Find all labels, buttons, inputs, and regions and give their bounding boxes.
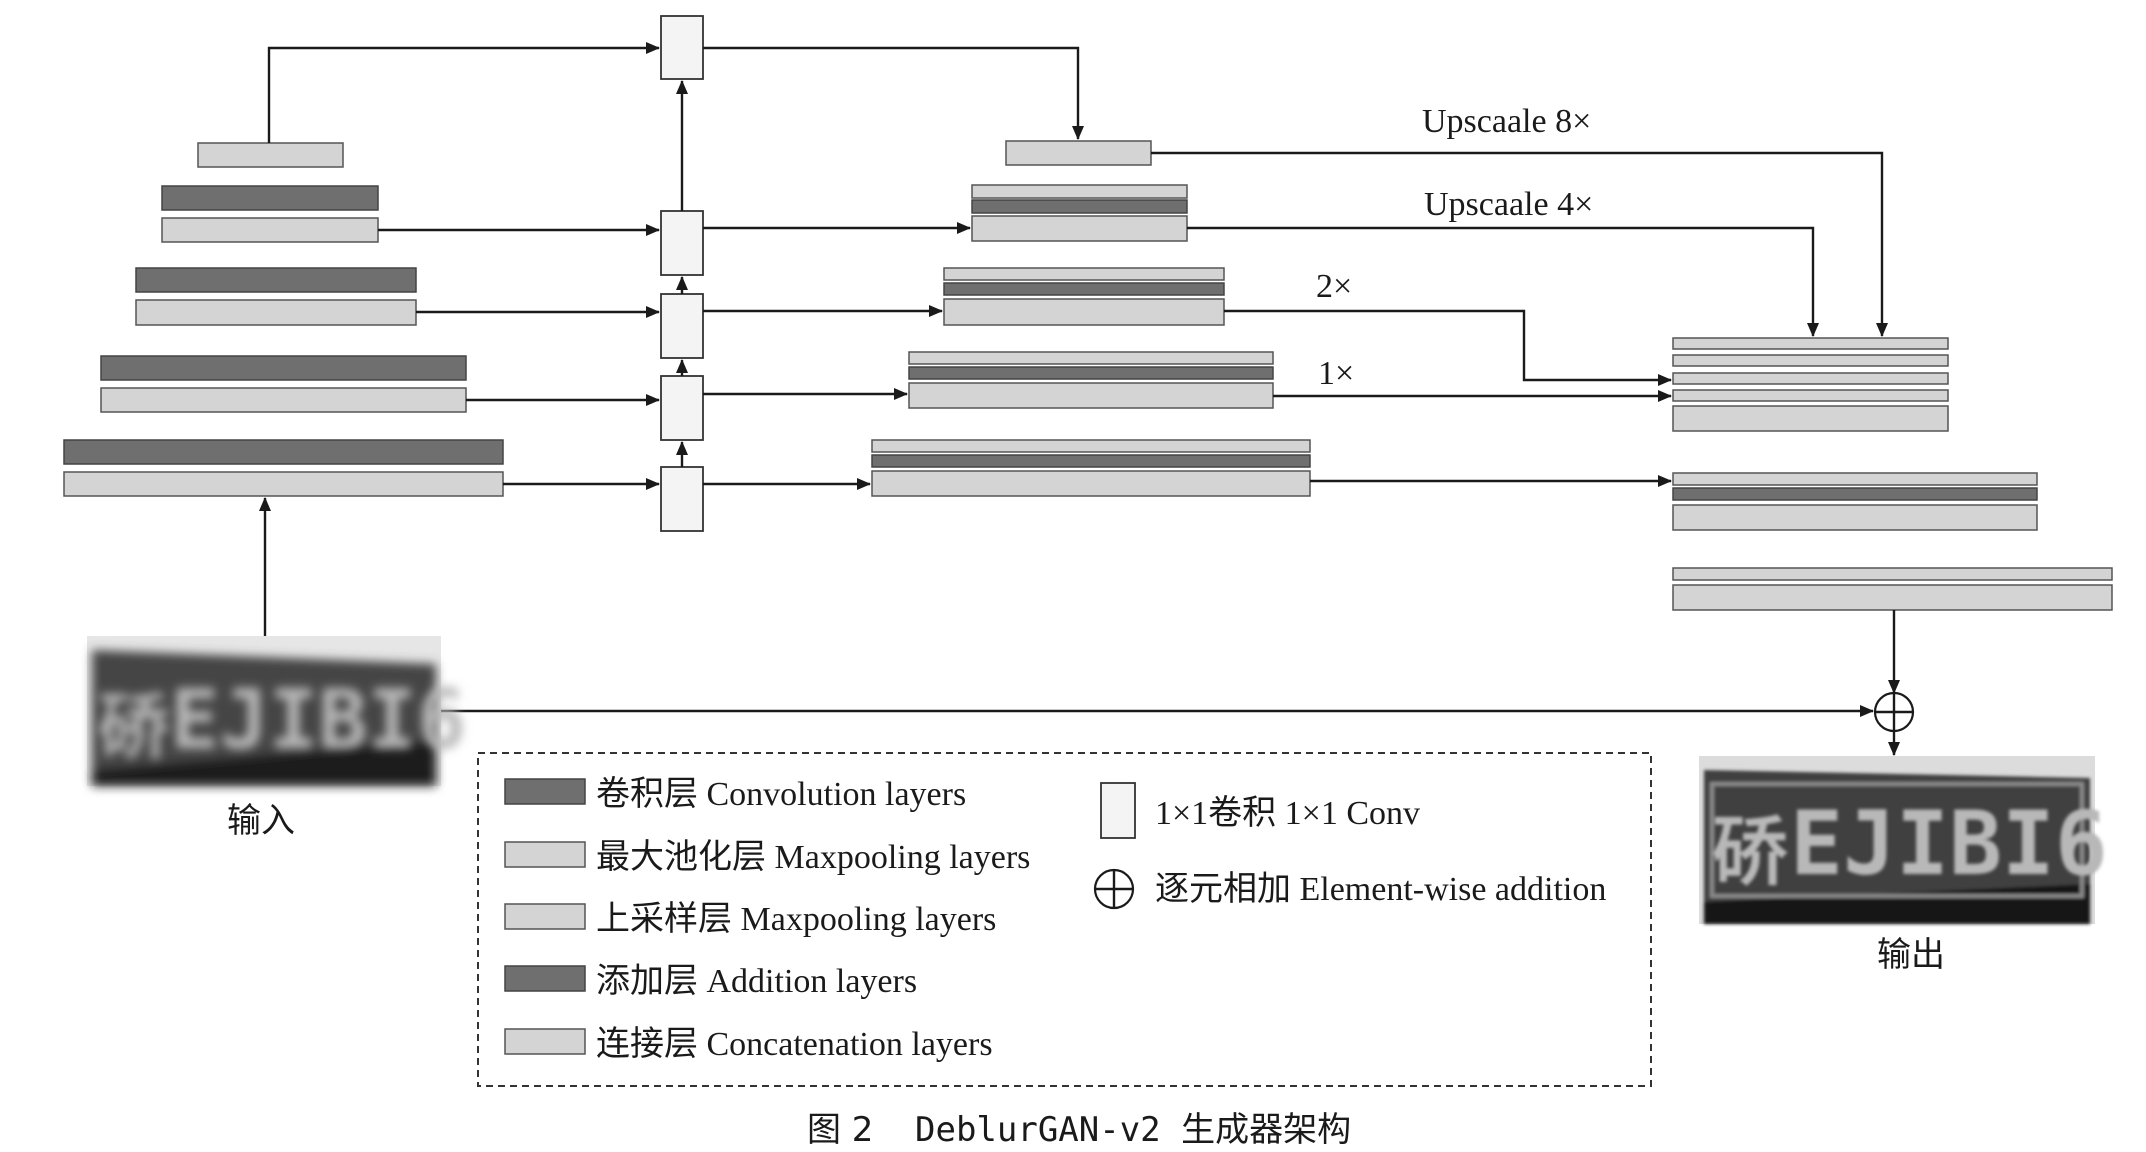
arrow-up2	[1224, 309, 1672, 386]
label-upscale-8: Upscaale 8×	[1422, 103, 1591, 140]
legend-label-conv1x1: 1×1卷积 1×1 Conv	[1155, 794, 1420, 832]
fusion-stack	[1672, 337, 2113, 611]
conv1x1-box-top	[660, 15, 704, 80]
encoder-conv-layer-3	[100, 355, 467, 381]
output-caption: 输出	[1877, 935, 1945, 975]
legend-frame	[477, 752, 1652, 1087]
fusion-concat-4	[1672, 389, 1949, 402]
decoder-concat-4	[871, 470, 1311, 497]
conv1x1-box-2	[660, 293, 704, 359]
legend: 卷积层 Convolution layers 最大池化层 Maxpooling …	[477, 752, 1652, 1087]
encoder-pool-layer-4	[63, 471, 504, 497]
decoder-upsample-4	[871, 439, 1311, 453]
label-upscale-1: 1×	[1318, 355, 1354, 392]
legend-swatch-maxpooling	[504, 841, 586, 868]
decoder-upsample-2	[943, 267, 1225, 281]
arrow-top-to-conv	[267, 42, 660, 143]
encoder-pool-layer-1	[161, 217, 379, 243]
fusion-concat-3	[1672, 372, 1949, 385]
input-plate-text: EJIBI6	[170, 673, 466, 768]
fusion-upsample	[1672, 472, 2038, 486]
input-plate-image: 硚 EJIBI6	[87, 636, 466, 786]
encoder-pool-layer-2	[135, 299, 417, 326]
conv1x1-box-1	[660, 210, 704, 276]
encoder-conv-layer-2	[135, 267, 417, 293]
figure-title: DeblurGAN-v2 生成器架构	[915, 1110, 1351, 1150]
legend-swatch-addition	[504, 965, 586, 992]
conv1x1-box-4	[660, 466, 704, 532]
output-plate-text: EJIBI6	[1790, 792, 2108, 895]
legend-label-convolution: 卷积层 Convolution layers	[596, 775, 966, 813]
fusion-concat-5	[1672, 405, 1949, 432]
input-caption: 输入	[227, 801, 295, 841]
input-plate-prefix: 硚	[98, 685, 170, 769]
decoder-pyramid	[871, 140, 1311, 497]
fusion-concat-1	[1672, 337, 1949, 350]
arrow-up4	[1187, 226, 1819, 337]
decoder-upsample-3	[908, 351, 1274, 365]
elementwise-add-icon	[1873, 691, 1915, 733]
legend-label-elementwise: 逐元相加 Element-wise addition	[1155, 870, 1606, 908]
conv1x1-box-3	[660, 375, 704, 441]
encoder-conv-layer-1	[161, 185, 379, 211]
output-plate-prefix: 硚	[1712, 807, 1788, 896]
legend-elementwise-icon	[1093, 868, 1135, 910]
encoder-pool-layer-3	[100, 387, 467, 413]
legend-label-upsampling: 上采样层 Maxpooling layers	[596, 900, 996, 938]
legend-label-maxpooling: 最大池化层 Maxpooling layers	[596, 838, 1030, 876]
decoder-add-4	[871, 454, 1311, 468]
fusion-concat-2	[1672, 354, 1949, 367]
decoder-concat-1	[971, 215, 1188, 242]
encoder-pyramid	[63, 142, 504, 497]
output-plate-image: 硚 EJIBI6	[1699, 756, 2108, 924]
legend-label-concatenation: 连接层 Concatenation layers	[596, 1025, 993, 1063]
decoder-top-layer	[1005, 140, 1152, 166]
legend-swatch-upsampling	[504, 903, 586, 930]
decoder-add-1	[971, 199, 1188, 214]
decoder-concat-2	[943, 298, 1225, 326]
decoder-upsample-1	[971, 184, 1188, 199]
arrow-up8	[1151, 151, 1888, 337]
decoder-concat-3	[908, 382, 1274, 409]
fusion-add	[1672, 487, 2038, 501]
label-upscale-2: 2×	[1316, 268, 1352, 305]
legend-swatch-convolution	[504, 778, 586, 805]
encoder-top-layer	[197, 142, 344, 168]
fusion-concat-6	[1672, 504, 2038, 531]
label-upscale-4: Upscaale 4×	[1424, 186, 1593, 223]
figure-caption: 图 2 DeblurGAN-v2 生成器架构	[807, 1110, 1351, 1150]
encoder-conv-layer-4	[63, 439, 504, 465]
decoder-add-3	[908, 366, 1274, 380]
final-upsample	[1672, 567, 2113, 581]
connection-arrows	[259, 42, 1900, 756]
legend-swatch-conv1x1	[1100, 782, 1136, 839]
figure-number: 图 2	[807, 1110, 873, 1150]
decoder-add-2	[943, 282, 1225, 296]
final-concat	[1672, 584, 2113, 611]
arrow-conv-top-to-decoder	[703, 46, 1084, 140]
legend-swatch-concatenation	[504, 1028, 586, 1055]
legend-label-addition: 添加层 Addition layers	[596, 963, 917, 1000]
